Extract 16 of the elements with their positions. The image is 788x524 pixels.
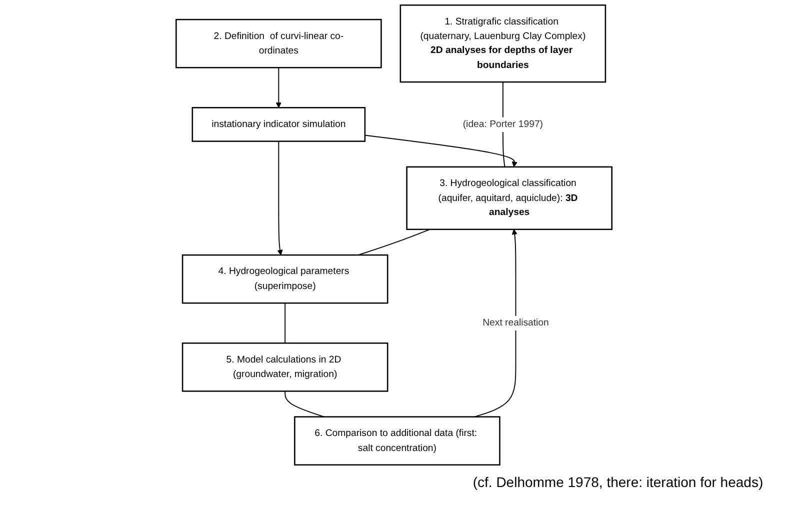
edge-label: (idea: Porter 1997) [462, 118, 544, 130]
node-box: instationary indicator simulation [192, 107, 366, 142]
arrow [276, 67, 282, 108]
node-box: 2. Definition of curvi-linear co-ordinates [176, 18, 382, 68]
arrow [364, 134, 518, 168]
node-box: 6. Comparison to additional data (first: salt concentration) [294, 416, 500, 466]
connector [358, 228, 430, 256]
edge-label: Next realisation [482, 317, 549, 328]
node-box: 4. Hydrogeological parameters (superimpose) [182, 254, 388, 304]
node-box: 1. Stratigrafic classification (quaternary, Lauenburg Clay Complex) 2D analyses for depths of layer boundaries [400, 4, 606, 83]
node-box: 5. Model calculations in 2D (groundwater, migration) [182, 342, 388, 392]
arrow [474, 229, 518, 418]
connector [284, 302, 286, 344]
node-box: 3. Hydrogeological classification (aquifer, aquitard, aquiclude): 3D analyses [406, 166, 612, 230]
note-text: (cf. Delhomme 1978, there: iteration for heads) [472, 474, 764, 490]
arrow [277, 140, 283, 256]
